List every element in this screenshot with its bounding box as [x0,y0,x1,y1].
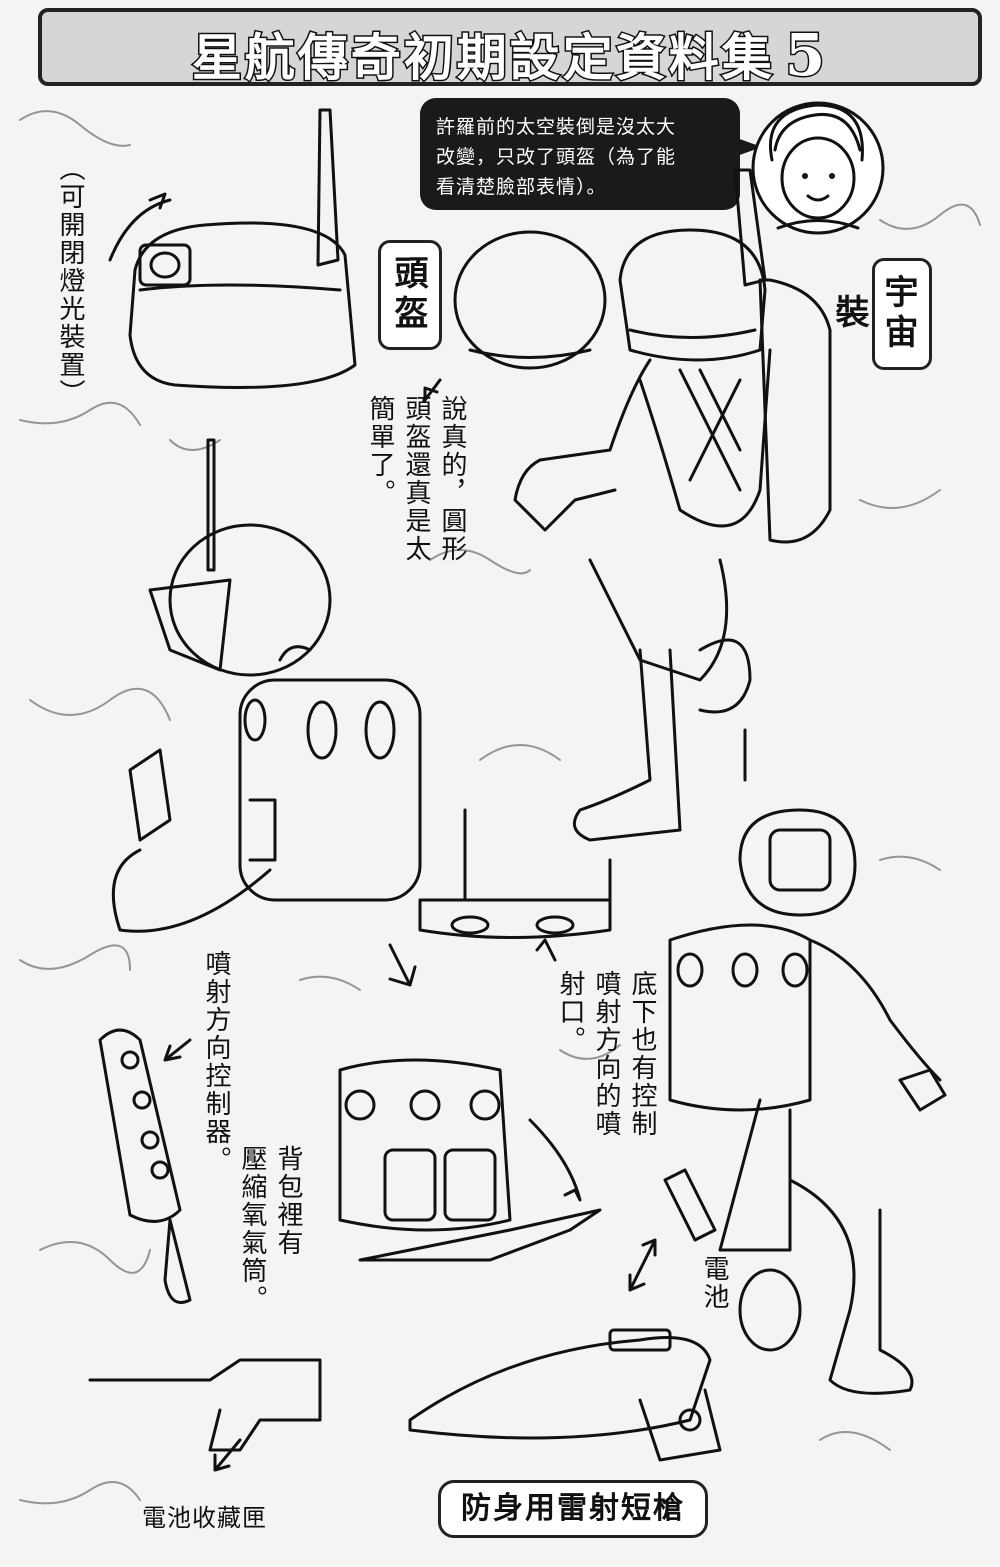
battery-box-label: 電池收藏匣 [142,1504,267,1532]
oxygen-pack-sketch [338,1058,602,1262]
jet-controller-label: 噴射方向控制器。 [201,950,231,1174]
laser-gun-label: 防身用雷射短槍 [438,1480,708,1538]
bottom-nozzle-note: 底下也有控制 噴射方向的噴 射口。 [550,970,660,1160]
speech-line: 許羅前的太空裝倒是沒太大 [436,116,677,138]
oxygen-tank-line: 壓縮氧氣筒。 [237,1145,267,1313]
backpack-sketch [111,438,422,933]
jet-controller-sketch [98,1028,192,1304]
helmet-label: 頭盔 [378,240,442,350]
oxygen-tank-note: 背包裡有 壓縮氧氣筒。 [230,1145,306,1325]
speech-bubble: 許羅前的太空裝倒是沒太大 改變，只改了頭盔（為了能 看清楚臉部表情）。 [420,98,740,210]
helmet-comment-line: 說真的，圓形 [437,395,467,563]
bottom-nozzle-line: 射口。 [555,970,585,1054]
author-portrait-icon [751,101,885,235]
speech-line: 看清楚臉部表情）。 [436,176,607,198]
title-text: 星航傳奇初期設定資料集 [190,28,775,89]
pack-bottom-sketch [388,808,612,987]
bottom-nozzle-line: 底下也有控制 [627,970,657,1138]
astronaut-rear-sketch [668,728,947,1395]
laser-gun-sketch [88,1328,722,1472]
battery-sketch [628,1168,717,1292]
helmet-sketch-top [108,108,357,389]
speech-line: 改變，只改了頭盔（為了能 [436,146,677,168]
title-number: 5 [783,20,829,91]
helmet-comment-line: 簡單了。 [365,395,395,507]
battery-label: 電池 [699,1255,729,1311]
oxygen-tank-line: 背包裡有 [273,1145,303,1257]
bottom-nozzle-line: 噴射方向的噴 [591,970,621,1138]
spacesuit-label: 宇宙裝 [829,258,932,370]
astronaut-figure [513,168,832,842]
helmet-comment-line: 頭盔還真是太 [401,395,431,563]
speech-tail [734,137,762,157]
helmet-comment: 說真的，圓形 頭盔還真是太 簡單了。 [360,395,470,585]
round-helmet-sketch [423,230,607,402]
light-device-label: （可開閉燈光裝置） [55,155,85,407]
